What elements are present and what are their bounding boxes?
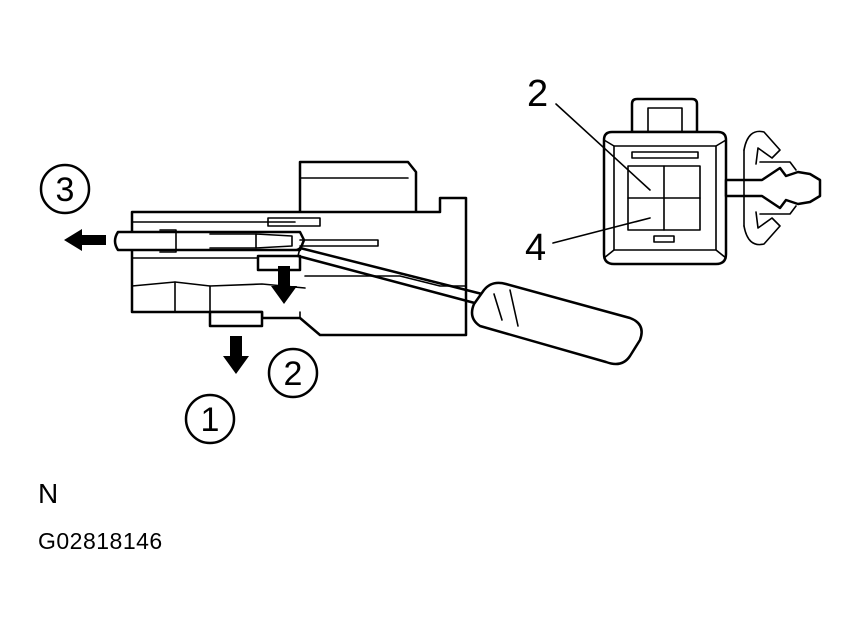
step-1-marker: 1: [184, 393, 236, 445]
figure-id: G02818146: [38, 528, 163, 554]
step-3-marker: 3: [39, 163, 91, 215]
retainer-down-arrow: [223, 336, 249, 374]
lance-down-arrow: [271, 266, 297, 304]
view-letter: N: [38, 478, 59, 509]
step-2-marker: 2: [267, 347, 319, 399]
callout-4-leader: [552, 217, 651, 244]
connector-face-view: [602, 97, 822, 266]
callout-2-label: 2: [527, 73, 548, 115]
step-1-label: 1: [201, 401, 220, 439]
step-2-label: 2: [284, 355, 303, 393]
step-3-label: 3: [56, 171, 75, 209]
callout-4-label: 4: [525, 227, 546, 269]
connector-side-view: [113, 160, 468, 337]
callout-2-leader: [555, 103, 651, 191]
pull-left-arrow: [64, 229, 106, 251]
screwdriver: [295, 246, 643, 366]
